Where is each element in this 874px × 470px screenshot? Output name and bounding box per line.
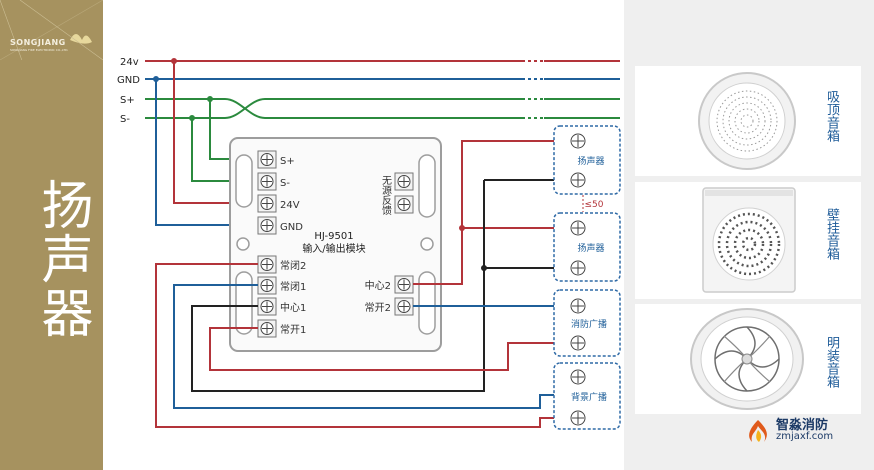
terminal-feedback-2 — [394, 195, 414, 214]
device-label-speaker-1: 扬声器 — [577, 155, 604, 167]
page-title: 扬声器 — [32, 178, 92, 340]
logo-name: 智淼消防 — [776, 418, 829, 433]
device-label-speaker-2: 扬声器 — [577, 242, 604, 254]
terminal-label-com1: 中心1 — [280, 301, 306, 314]
terminal-gnd — [257, 216, 277, 235]
bus-label-gnd: GND — [117, 75, 140, 86]
terminal-label-nc2: 常闭2 — [280, 259, 306, 272]
speaker-label-surface: 明装音箱 — [824, 336, 839, 388]
site-logo: 智淼消防 zmjaxf.com — [744, 414, 864, 454]
terminal-label-24v: 24V — [280, 200, 300, 211]
terminal-com1 — [257, 297, 277, 316]
terminal-label-s-plus: S+ — [280, 156, 295, 167]
device-box-fire-broadcast — [553, 289, 621, 357]
device-box-speaker-2 — [553, 212, 621, 282]
terminal-label-com2: 中心2 — [365, 279, 391, 292]
module-output-terminals — [257, 255, 414, 338]
bus-label-s-plus: S+ — [120, 95, 135, 106]
module-name: 输入/输出模块 — [302, 242, 365, 255]
terminal-label-gnd: GND — [280, 222, 303, 233]
terminal-com2 — [394, 275, 414, 294]
surface-speaker-icon — [690, 308, 804, 410]
module-model: HJ-9501 — [314, 231, 353, 242]
terminal-feedback-1 — [394, 172, 414, 191]
wall-speaker-icon — [702, 187, 796, 293]
brand-subtitle: SONGJIANG FIRE ELECTRONIC CO.,LTD. — [10, 48, 69, 52]
terminal-s-minus — [257, 172, 277, 191]
speaker-card-ceiling: 吸顶音箱 — [635, 66, 861, 176]
flame-logo-icon — [749, 420, 767, 442]
terminal-nc2 — [257, 255, 277, 274]
io-module — [229, 137, 442, 352]
lotus-logo-icon — [0, 0, 103, 60]
terminal-label-nc1: 常闭1 — [280, 280, 306, 293]
speaker-label-wall: 壁挂音箱 — [824, 208, 839, 260]
distance-note: ≤50 — [585, 200, 604, 210]
bus-line-s-plus — [145, 98, 620, 119]
bus-line-s-minus — [145, 98, 620, 119]
ceiling-speaker-icon — [698, 72, 796, 170]
bus-label-24v: 24v — [120, 57, 139, 68]
speaker-card-wall: 壁挂音箱 — [635, 182, 861, 299]
device-box-background-broadcast — [553, 362, 621, 430]
speaker-card-surface: 明装音箱 — [635, 304, 861, 414]
terminal-label-no1: 常开1 — [280, 323, 306, 336]
module-left-terminals — [257, 150, 277, 235]
terminal-24v — [257, 194, 277, 213]
bus-label-s-minus: S- — [120, 114, 130, 125]
device-box-speaker-1 — [553, 125, 621, 195]
sidebar: SONGJIANG SONGJIANG FIRE ELECTRONIC CO.,… — [0, 0, 103, 470]
speaker-label-ceiling: 吸顶音箱 — [824, 90, 839, 142]
passive-feedback-label: 无源反馈 — [380, 175, 392, 216]
terminal-s-plus — [257, 150, 277, 169]
terminal-no1 — [257, 319, 277, 338]
terminal-no2 — [394, 297, 414, 316]
device-label-fire-broadcast: 消防广播 — [571, 318, 607, 330]
brand-name: SONGJIANG — [10, 38, 66, 47]
terminal-nc1 — [257, 276, 277, 295]
logo-url: zmjaxf.com — [776, 431, 834, 442]
device-label-background-broadcast: 背景广播 — [571, 391, 607, 403]
terminal-label-no2: 常开2 — [365, 301, 391, 314]
terminal-label-s-minus: S- — [280, 178, 290, 189]
wiring-diagram: 24v GND S+ S- S+ S- 24V GND — [117, 55, 621, 430]
